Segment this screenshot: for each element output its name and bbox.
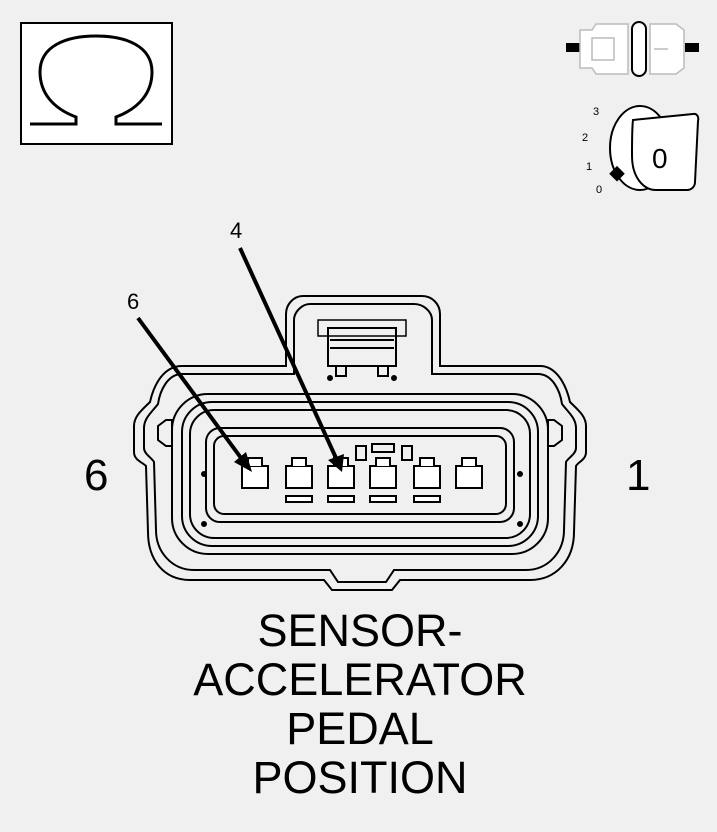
key-position-text: 0 [652,143,668,174]
callout-arrow-pin4 [238,247,344,472]
ohm-icon [30,34,162,126]
pin-3 [369,457,397,503]
connector-latch [317,319,407,377]
key-position-2: 2 [582,132,588,144]
callout-arrow-pin6 [136,316,252,472]
key-position-3: 3 [593,106,599,118]
callout-arrows: 6 4 [127,218,344,472]
ignition-key-icon: 3 2 1 0 0 [582,105,700,196]
right-pin-label: 1 [626,451,650,500]
connector-housing [133,295,587,591]
left-pin-label: 6 [84,451,108,500]
caption-line-4: POSITION [252,752,468,803]
key-position-0: 0 [596,184,602,196]
pin-1 [455,457,483,489]
pin-6 [241,457,269,489]
callout-label-pin4: 4 [230,218,242,243]
key-position-1: 1 [586,161,592,173]
connector-disconnect-icon [566,21,699,77]
caption-line-1: SENSOR- [257,605,463,656]
ohm-symbol-box: Ω [20,22,173,145]
callout-label-pin6: 6 [127,289,139,314]
caption-line-3: PEDAL [286,703,434,754]
pin-2 [413,457,441,503]
caption-line-2: ACCELERATOR [193,654,527,705]
connector-caption: SENSOR- ACCELERATOR PEDAL POSITION [120,606,600,802]
terminal-pins [241,457,483,503]
pin-5 [285,457,313,503]
